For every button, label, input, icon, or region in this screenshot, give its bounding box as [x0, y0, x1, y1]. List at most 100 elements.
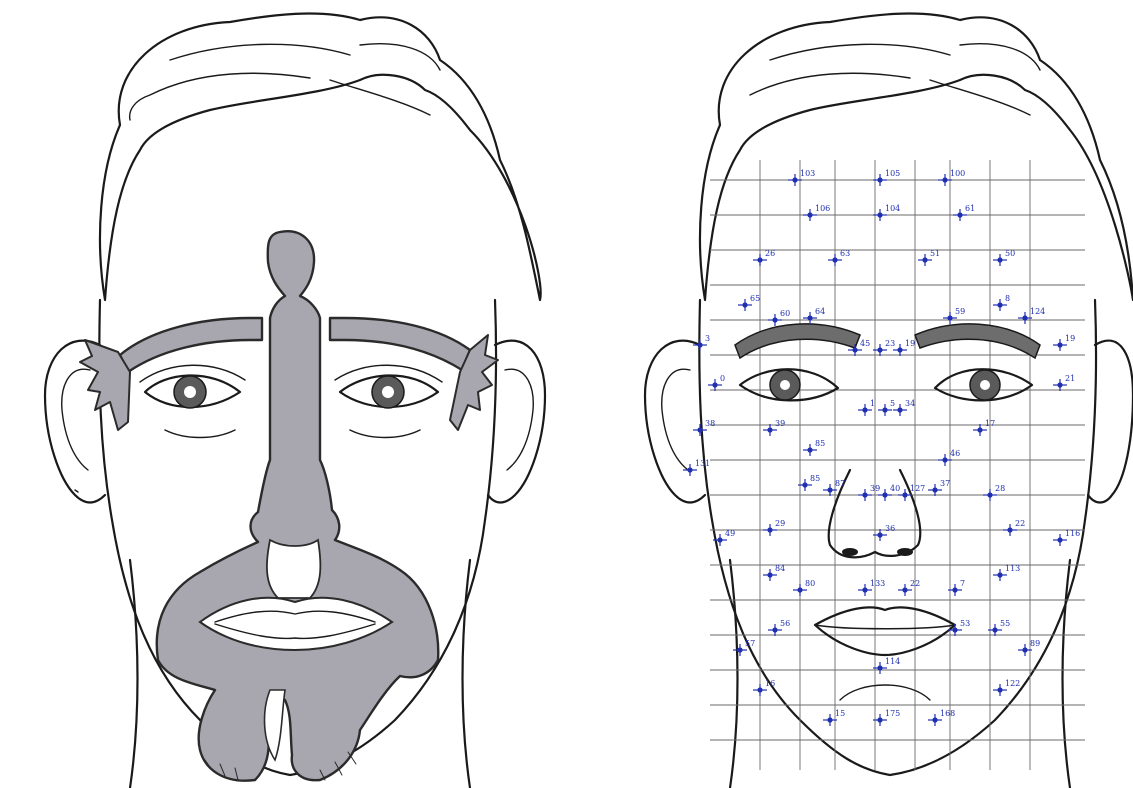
right-nostril-2: [897, 548, 913, 556]
acupoint-dot: [807, 447, 812, 452]
acupoint-label: 122: [1005, 679, 1020, 688]
acupoint-label: 127: [910, 484, 925, 493]
acupoint-dot: [942, 177, 947, 182]
acupoint-label: 57: [745, 639, 755, 648]
acupoint-marker: 7: [948, 579, 965, 596]
left-ear-left-inner: [62, 369, 90, 492]
acupoint-marker: 114: [873, 657, 900, 674]
right-eye-1-highlight: [780, 380, 790, 390]
right-ear-left-inner: [662, 369, 690, 470]
acupoint-label: 37: [940, 479, 950, 488]
acupoint-marker: 39: [763, 419, 785, 436]
acupoint-marker: 17: [973, 419, 995, 436]
acupoint-label: 114: [885, 657, 900, 666]
acupoint-dot: [902, 587, 907, 592]
acupoint-label: 85: [810, 474, 820, 483]
acupoint-marker: 16: [753, 679, 775, 696]
acupoint-label: 85: [815, 439, 825, 448]
acupoint-marker: 56: [768, 619, 790, 636]
acupoint-marker: 103: [788, 169, 815, 186]
acupoint-marker: 50: [993, 249, 1015, 266]
acupoint-label: 124: [1030, 307, 1045, 316]
acupoint-dot: [932, 487, 937, 492]
acupoint-dot: [877, 347, 882, 352]
right-eye-2-highlight: [980, 380, 990, 390]
acupoint-label: 49: [725, 529, 735, 538]
acupoint-dot: [1022, 315, 1027, 320]
acupoint-label: 89: [1030, 639, 1040, 648]
left-hair-strands: [130, 44, 440, 120]
acupoint-dot: [807, 315, 812, 320]
acupoint-marker: 19: [893, 339, 915, 356]
acupoint-dot: [877, 177, 882, 182]
acupoint-dot: [757, 687, 762, 692]
acupoint-marker: 36: [873, 524, 895, 541]
acupoint-label: 34: [905, 399, 915, 408]
right-ear-left: [645, 341, 705, 503]
acupoint-dot: [977, 427, 982, 432]
acupoint-marker: 80: [793, 579, 815, 596]
acupoint-marker: 104: [873, 204, 900, 221]
acupoint-label: 0: [720, 374, 725, 383]
acupoint-dot: [807, 212, 812, 217]
acupoint-dot: [797, 587, 802, 592]
acupoint-dot: [992, 627, 997, 632]
acupoint-dot: [772, 317, 777, 322]
acupoint-label: 87: [835, 479, 845, 488]
acupoint-label: 19: [905, 339, 915, 348]
acupoint-dot: [767, 572, 772, 577]
acupoint-dot: [877, 717, 882, 722]
right-hair-strands: [750, 44, 1040, 115]
acupoint-marker: 23: [873, 339, 895, 356]
acupoint-marker: 105: [873, 169, 900, 186]
acupoint-label: 113: [1005, 564, 1020, 573]
acupoint-marker: 89: [1018, 639, 1040, 656]
acupoint-label: 8: [1005, 294, 1010, 303]
acupoint-marker: 38: [693, 419, 715, 436]
acupoint-marker: 85: [803, 439, 825, 456]
acupoint-dot: [877, 212, 882, 217]
acupoint-marker: 106: [803, 204, 830, 221]
acupoint-label: 45: [860, 339, 870, 348]
acupoint-dot: [882, 492, 887, 497]
acupoint-dot: [952, 587, 957, 592]
acupoint-label: 116: [1065, 529, 1080, 538]
acupoint-marker: 26: [753, 249, 775, 266]
acupoint-dot: [1057, 342, 1062, 347]
acupoint-dot: [877, 532, 882, 537]
acupoint-label: 3: [705, 334, 710, 343]
left-hair-outline: [100, 14, 541, 300]
acupoint-label: 63: [840, 249, 850, 258]
acupoint-marker: 40: [878, 484, 900, 501]
acupoint-label: 60: [780, 309, 790, 318]
acupoint-dot: [852, 347, 857, 352]
acupoint-label: 53: [960, 619, 970, 628]
right-mouth: [815, 607, 955, 655]
acupoint-label: 59: [955, 307, 965, 316]
acupoint-dot: [712, 382, 717, 387]
acupoint-marker: 84: [763, 564, 785, 581]
acupoint-dot: [1057, 382, 1062, 387]
left-eye-1-pupil-highlight: [184, 386, 196, 398]
acupoint-label: 51: [930, 249, 940, 258]
acupoint-label: 64: [815, 307, 825, 316]
acupoint-marker: 15: [823, 709, 845, 726]
acupoint-label: 131: [695, 459, 710, 468]
acupoint-dot: [957, 212, 962, 217]
acupoint-marker: 113: [993, 564, 1020, 581]
acupoint-label: 28: [995, 484, 1005, 493]
acupoint-label: 100: [950, 169, 965, 178]
homunculus-body: [157, 231, 438, 780]
acupoint-marker: 0: [708, 374, 725, 391]
acupoint-marker: 122: [993, 679, 1020, 696]
acupoint-marker: 46: [938, 449, 960, 466]
acupoint-marker: 22: [1003, 519, 1025, 536]
acupoint-label: 80: [805, 579, 815, 588]
acupoint-label: 1: [870, 399, 875, 408]
acupoint-dot: [932, 717, 937, 722]
acupoint-label: 175: [885, 709, 900, 718]
acupoint-marker: 29: [763, 519, 785, 536]
acupoint-label: 50: [1005, 249, 1015, 258]
